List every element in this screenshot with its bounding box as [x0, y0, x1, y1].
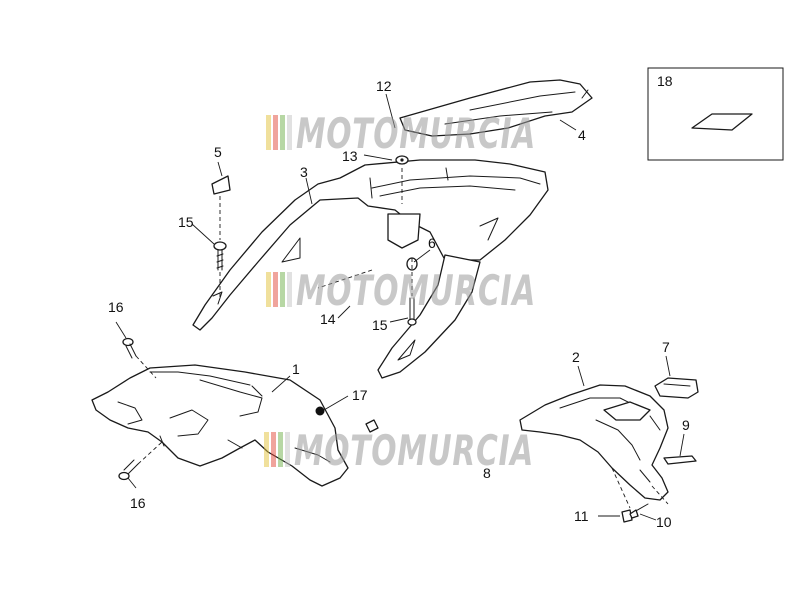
- callout-5: 5: [214, 144, 222, 160]
- part-3-rack: [192, 159, 549, 331]
- part-16-screw-upper: [122, 337, 137, 359]
- part-16-screw-lower: [118, 459, 139, 481]
- part-15-screw-upper: [213, 241, 227, 271]
- part-10-screw: [629, 503, 649, 519]
- callout-7: 7: [662, 339, 670, 355]
- callout-17: 17: [352, 387, 368, 403]
- callout-15a: 15: [178, 214, 194, 230]
- part-3-side-rail: [377, 254, 481, 379]
- part-18-box: [647, 67, 784, 161]
- part-8-nut: [365, 419, 379, 433]
- callout-8: 8: [483, 465, 491, 481]
- watermark-text: MOTOMURCIA: [294, 426, 534, 475]
- watermark-text: MOTOMURCIA: [296, 109, 536, 158]
- part-17-grommet: [315, 406, 325, 416]
- part-11-screw: [621, 509, 633, 523]
- callout-3: 3: [300, 164, 308, 180]
- watermark-top: MOTOMURCIA: [266, 109, 536, 158]
- part-15-screw-lower: [407, 297, 417, 326]
- watermark-bottom: MOTOMURCIA: [264, 426, 534, 475]
- assembly-lines: [135, 168, 669, 509]
- part-13-nut: [395, 155, 409, 165]
- callout-15b: 15: [372, 317, 388, 333]
- part-18-sticker: [691, 113, 753, 131]
- callout-1: 1: [292, 361, 300, 377]
- part-9-clip: [663, 455, 697, 465]
- part-2-rear-fender: [519, 384, 669, 501]
- callout-4: 4: [578, 127, 586, 143]
- callout-6: 6: [428, 235, 436, 251]
- part-1-tail-panel: [91, 364, 349, 487]
- callout-10: 10: [656, 514, 672, 530]
- callout-13: 13: [342, 148, 358, 164]
- watermark-middle: MOTOMURCIA: [266, 266, 536, 315]
- callout-18: 18: [657, 73, 673, 89]
- part-5-cap: [211, 175, 231, 195]
- callout-9: 9: [682, 417, 690, 433]
- part-7-license-light: [654, 377, 699, 399]
- callout-11: 11: [574, 508, 589, 524]
- leader-lines: [115, 93, 685, 521]
- callout-labels: 12 4 18 13 5 3 15 6 16 14 15 2 7 1 17 9 …: [108, 73, 690, 530]
- callout-16a: 16: [108, 299, 124, 315]
- part-4-top-cover: [399, 79, 593, 137]
- callout-14: 14: [320, 311, 336, 327]
- callout-12: 12: [376, 78, 392, 94]
- callout-16b: 16: [130, 495, 146, 511]
- callout-2: 2: [572, 349, 580, 365]
- watermark-text: MOTOMURCIA: [296, 266, 536, 315]
